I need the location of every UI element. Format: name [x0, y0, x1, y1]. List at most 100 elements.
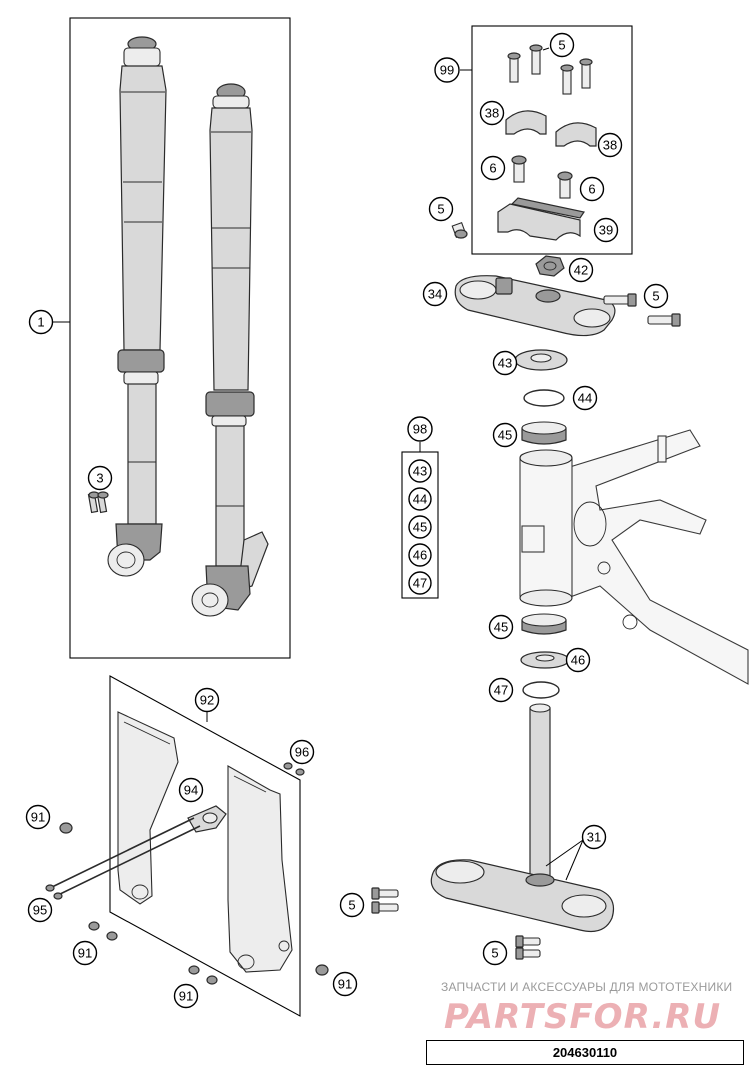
watermark-caption: ЗАПЧАСТИ И АКСЕССУАРЫ ДЛЯ МОТОТЕХНИКИ	[441, 980, 732, 994]
handlebar-clamp-right	[555, 122, 597, 147]
callout-bearing-upper: 45	[492, 422, 518, 448]
lower-clamp-bridge	[510, 197, 585, 219]
svg-text:98: 98	[413, 422, 427, 437]
svg-text:5: 5	[491, 946, 498, 961]
top-bolts	[507, 44, 593, 95]
svg-text:34: 34	[428, 287, 442, 302]
callout-bearing-kit: 98	[407, 416, 433, 442]
callout-washer: 43	[492, 350, 518, 376]
callout-fork-guard-set: 92	[194, 687, 220, 713]
callout-fork-assembly: 1	[28, 309, 54, 335]
ring-47	[522, 681, 560, 699]
watermark: ЗАПЧАСТИ И АКСЕССУАРЫ ДЛЯ МОТОТЕХНИКИ PA…	[441, 980, 732, 1037]
svg-text:99: 99	[440, 63, 454, 78]
callout-kit-item-43: 43	[408, 459, 432, 483]
svg-text:42: 42	[574, 263, 588, 278]
clamp-kit-frame	[471, 25, 633, 255]
upper-clamp-screws	[603, 293, 681, 327]
fork-bolts	[87, 488, 109, 514]
lower-handlebar-clamp	[497, 203, 581, 241]
svg-text:5: 5	[652, 289, 659, 304]
callout-screw-top-group: 99	[434, 57, 460, 83]
callout-kit-item-44: 44	[408, 487, 432, 511]
callout-nut: 42	[568, 257, 594, 283]
upper-triple-clamp	[454, 255, 681, 337]
svg-text:47: 47	[413, 576, 427, 591]
clamp-screws	[511, 155, 573, 199]
svg-text:6: 6	[588, 182, 595, 197]
svg-text:31: 31	[587, 830, 601, 845]
washer-43	[514, 349, 568, 371]
callout-guard-nut: 96	[289, 739, 315, 765]
svg-text:5: 5	[437, 202, 444, 217]
callout-kit-item-46: 46	[408, 543, 432, 567]
callout-ring-upper: 44	[572, 385, 598, 411]
frame-steering-head	[519, 429, 749, 685]
callout-screw-clamp-right: 6	[579, 176, 605, 202]
callout-kit-item-45: 45	[408, 515, 432, 539]
svg-text:3: 3	[96, 471, 103, 486]
fork-guard-panel	[109, 675, 301, 1017]
callout-upper-triple-clamp: 34	[422, 281, 448, 307]
callout-guard-screw-bottom-left: 91	[72, 940, 98, 966]
svg-text:5: 5	[558, 38, 565, 53]
seal-46	[520, 651, 570, 669]
fork-guard-group	[45, 675, 329, 1017]
document-number: 204630110	[552, 1045, 618, 1060]
callout-screw-lower-clamp-upper: 5	[339, 892, 365, 918]
right-fork-leg	[191, 83, 269, 617]
fork-guard-right	[227, 765, 293, 973]
document-number-box: 204630110	[426, 1040, 744, 1065]
callout-fork-bolts: 3	[87, 465, 113, 491]
svg-text:43: 43	[498, 356, 512, 371]
guard-clip	[187, 805, 227, 833]
callout-lower-triple-clamp: 31	[581, 824, 607, 850]
callout-guard-screw-bottom-mid: 91	[173, 983, 199, 1009]
callout-screw-upper-clamp: 5	[643, 283, 669, 309]
callout-screw-lower-clamp-lower: 5	[482, 940, 508, 966]
svg-text:95: 95	[33, 903, 47, 918]
watermark-logo: PARTSFOR.RU	[444, 997, 721, 1037]
svg-text:91: 91	[31, 810, 45, 825]
callout-clamp-lower: 39	[593, 217, 619, 243]
left-fork-leg	[107, 36, 167, 577]
svg-text:38: 38	[603, 138, 617, 153]
callout-guard-screw-left: 91	[25, 804, 51, 830]
callout-guard-long-bolt: 95	[27, 897, 53, 923]
callout-screw-clamp-left: 6	[480, 155, 506, 181]
callout-screw-bridge-pin: 5	[428, 196, 454, 222]
callout-screw-top-1: 5	[549, 32, 575, 58]
callout-bearing-lower: 45	[488, 614, 514, 640]
svg-text:44: 44	[413, 492, 427, 507]
svg-text:5: 5	[348, 898, 355, 913]
fork-guard-left	[117, 711, 179, 905]
svg-text:1: 1	[37, 315, 44, 330]
fork-assembly-frame	[69, 17, 291, 659]
lower-clamp-screws	[515, 935, 541, 960]
svg-text:91: 91	[78, 946, 92, 961]
upper-bearing	[521, 421, 567, 445]
bridge-pin-screw	[451, 221, 468, 239]
svg-text:92: 92	[200, 693, 214, 708]
svg-text:47: 47	[494, 683, 508, 698]
svg-text:43: 43	[413, 464, 427, 479]
svg-text:91: 91	[179, 989, 193, 1004]
svg-text:44: 44	[578, 391, 592, 406]
callout-clamp-right: 38	[597, 132, 623, 158]
callout-guard-clip: 94	[178, 777, 204, 803]
callout-ring-lower: 47	[488, 677, 514, 703]
steering-nut	[535, 255, 565, 277]
svg-text:39: 39	[599, 223, 613, 238]
svg-text:45: 45	[413, 520, 427, 535]
svg-text:38: 38	[485, 106, 499, 121]
svg-text:46: 46	[413, 548, 427, 563]
side-screws	[371, 887, 399, 914]
lower-bearing	[521, 613, 567, 635]
svg-text:91: 91	[338, 977, 352, 992]
screw-clamp-kit-group	[460, 25, 633, 255]
svg-text:6: 6	[489, 161, 496, 176]
callout-clamp-left: 38	[479, 100, 505, 126]
svg-text:46: 46	[571, 653, 585, 668]
lower-triple-clamp	[430, 703, 615, 960]
